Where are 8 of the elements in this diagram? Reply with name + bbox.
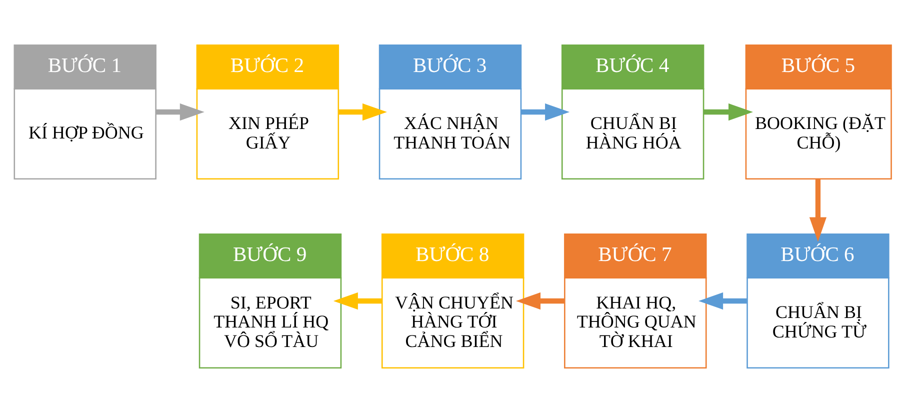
arrow <box>333 292 382 310</box>
arrow <box>156 103 204 121</box>
arrow <box>809 179 827 242</box>
arrow <box>516 292 564 310</box>
arrow <box>521 103 570 121</box>
arrow <box>698 292 747 310</box>
arrow <box>704 103 753 121</box>
arrow <box>338 103 387 121</box>
